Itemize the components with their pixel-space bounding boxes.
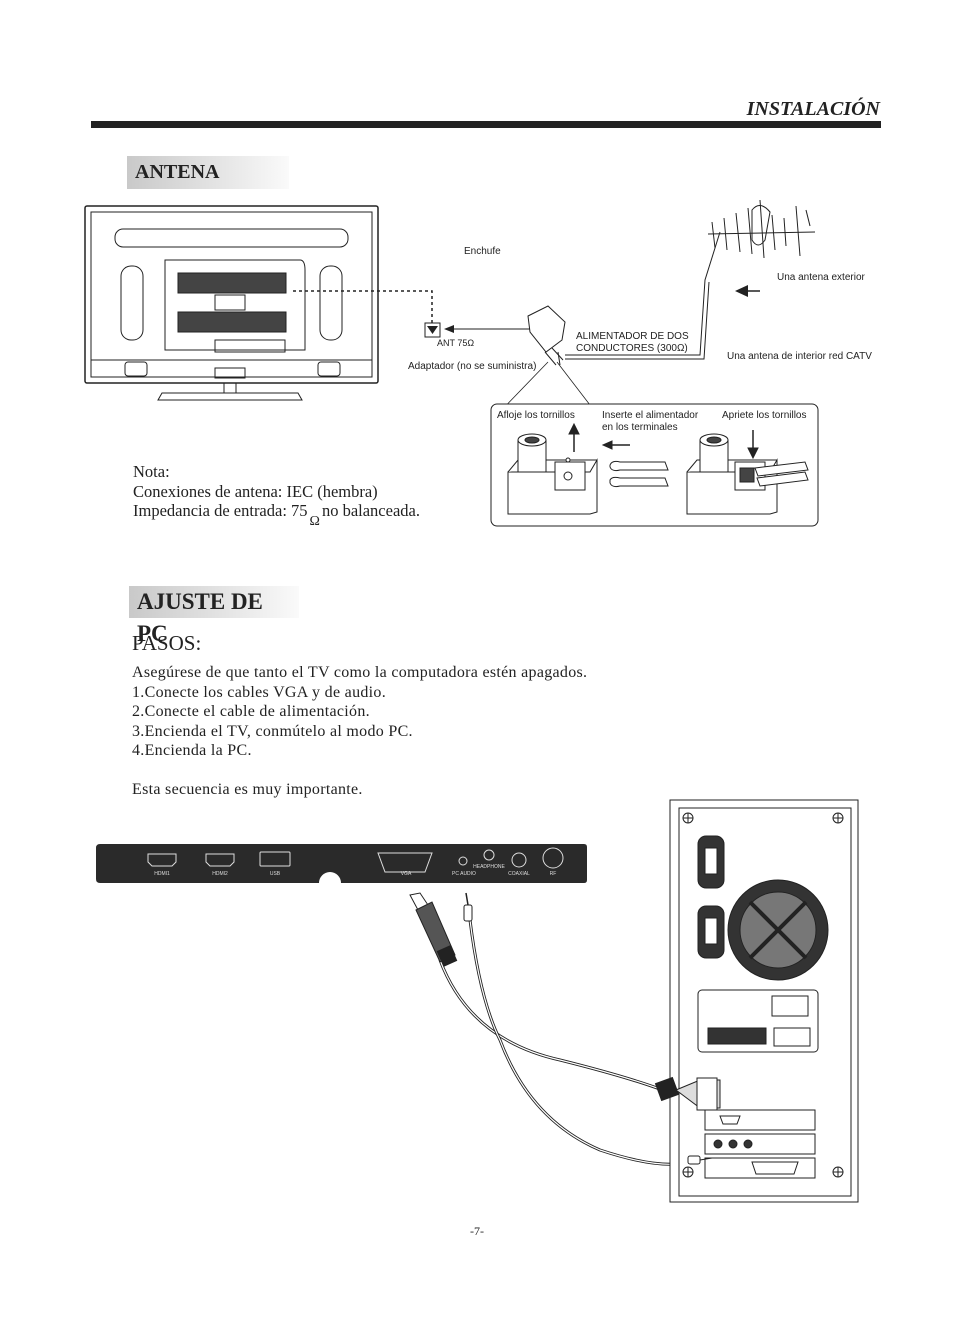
vga-audio-cables — [438, 919, 691, 1166]
note-line-1: Conexiones de antena: IEC (hembra) — [133, 481, 378, 501]
step-2: 2.Conecte el cable de alimentación. — [132, 703, 370, 720]
port-hdmi2: HDMI2 — [212, 871, 228, 877]
audio-plug-tv — [463, 892, 473, 922]
step-3: 3.Encienda el TV, conmútelo al modo PC. — [132, 722, 413, 740]
page-header-title: INSTALACIÓN — [746, 98, 880, 120]
note-line-2-pre: Impedancia de entrada: 75 — [133, 501, 308, 520]
port-usb: USB — [270, 871, 281, 877]
label-alimentador-1: ALIMENTADOR DE DOS — [576, 331, 689, 342]
pc-tower-back — [669, 799, 859, 1203]
important-note: Esta secuencia es muy importante. — [132, 781, 363, 798]
port-rf: RF — [550, 871, 557, 877]
page-number: -7- — [470, 1224, 484, 1238]
outdoor-antenna-illustration — [707, 199, 816, 259]
note-title: Nota: — [133, 462, 170, 481]
label-adaptador: Adaptador (no se suministra) — [408, 361, 537, 372]
section-title-pc: AJUSTE DE PC — [129, 586, 299, 646]
vga-plug-pc — [654, 1076, 721, 1111]
note-omega: Ω — [309, 514, 320, 529]
port-headphone: HEADPHONE — [473, 864, 505, 870]
antenna-note: Nota: Conexiones de antena: IEC (hembra)… — [133, 462, 420, 529]
label-antena-exterior: Una antena exterior — [777, 272, 865, 283]
label-inserte-2: en los terminales — [602, 422, 678, 433]
steps-list: Asegúrese de que tanto el TV como la com… — [132, 663, 587, 800]
tv-back-illustration — [84, 205, 379, 401]
header-rule — [91, 121, 881, 128]
step-0: Asegúrese de que tanto el TV como la com… — [132, 664, 588, 681]
label-inserte-1: Inserte el alimentador — [602, 410, 699, 421]
steps-title: PASOS: — [132, 631, 202, 655]
note-line-2: Impedancia de entrada: 75Ωno balanceada. — [133, 501, 420, 529]
note-line-2-post: no balanceada. — [321, 501, 420, 520]
label-enchufe: Enchufe — [464, 246, 501, 257]
label-antena-interior: Una antena de interior red CATV — [727, 351, 872, 362]
vga-plug-tv — [409, 892, 458, 967]
label-alimentador-2: CONDUCTORES (300Ω) — [576, 343, 688, 354]
port-vga: VGA — [401, 871, 412, 877]
section-title-antena: ANTENA — [127, 156, 289, 189]
port-hdmi1: HDMI1 — [154, 871, 170, 877]
step-4: 4.Encienda la PC. — [132, 742, 252, 759]
label-apriete: Apriete los tornillos — [722, 410, 807, 421]
audio-plug-pc — [687, 1155, 713, 1165]
terminal-detail-illustration — [507, 422, 809, 515]
tv-port-panel: HDMI1 HDMI2 USB VGA PC AUDIO HEADPHONE C… — [96, 844, 587, 883]
label-afloje: Afloje los tornillos — [497, 410, 575, 421]
port-pc-audio: PC AUDIO — [452, 871, 476, 877]
balun-adapter — [527, 305, 566, 366]
step-1: 1.Conecte los cables VGA y de audio. — [132, 683, 387, 701]
port-coaxial: COAXIAL — [508, 871, 530, 877]
label-ant-75: ANT 75Ω — [437, 338, 475, 348]
